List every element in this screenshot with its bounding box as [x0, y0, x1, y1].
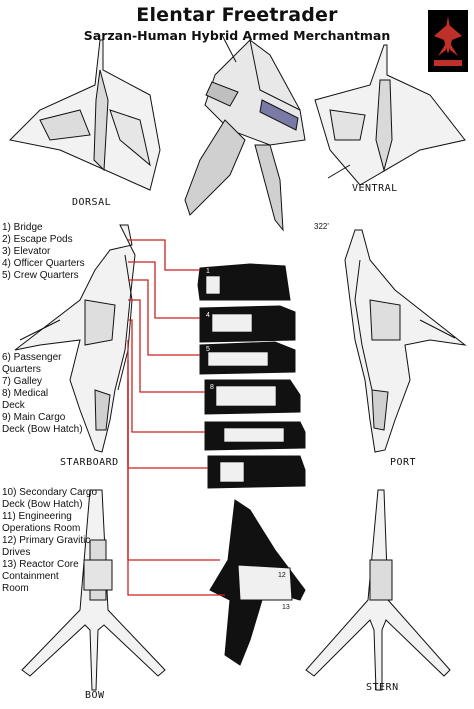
port-view-drawing: [344, 229, 467, 453]
winged-emblem-logo: [428, 10, 468, 72]
deck-number: 11: [214, 600, 222, 607]
page-title: Elentar Freetrader: [136, 4, 338, 26]
deck-number: 12: [278, 572, 286, 579]
legend-item: 13) Reactor Core Containment Room: [2, 559, 79, 594]
legend-item: 2) Escape Pods: [2, 234, 73, 245]
legend-item: 4) Officer Quarters: [2, 258, 85, 269]
deck-number: 13: [282, 604, 290, 611]
view-label-dorsal: DORSAL: [72, 197, 112, 208]
legend-item: 1) Bridge: [2, 222, 43, 233]
starboard-view-drawing: [14, 224, 136, 453]
legend-item: 10) Secondary Cargo Deck (Bow Hatch): [2, 487, 98, 510]
deck-number: 8: [210, 384, 214, 391]
legend-item: 7) Galley: [2, 376, 43, 387]
view-label-stern: STERN: [366, 682, 399, 693]
legend-item: 8) Medical Deck: [2, 388, 49, 411]
view-label-ventral: VENTRAL: [352, 183, 398, 194]
dorsal-view-drawing: [8, 39, 161, 191]
view-label-starboard: STARBOARD: [60, 457, 119, 468]
legend-item: 12) Primary Gravitic Drives: [2, 535, 91, 558]
deck-number: 4: [206, 312, 210, 319]
legend-item: 5) Crew Quarters: [2, 270, 79, 281]
legend-item: 9) Main Cargo Deck (Bow Hatch): [2, 412, 83, 435]
legend-group-c: 10) Secondary Cargo Deck (Bow Hatch) 11)…: [2, 487, 97, 595]
connector-lines: [127, 239, 225, 596]
legend-group-a: 1) Bridge 2) Escape Pods 3) Elevator 4) …: [2, 222, 85, 282]
legend-item: 6) Passenger Quarters: [2, 352, 62, 375]
page-subtitle: Sarzan-Human Hybrid Armed Merchantman: [83, 28, 391, 43]
deck-number: 5: [206, 346, 210, 353]
legend-group-b: 6) Passenger Quarters 7) Galley 8) Medic…: [2, 352, 83, 436]
view-label-port: PORT: [390, 457, 417, 468]
deck-number: 1: [206, 268, 210, 275]
perspective-view-drawing: [184, 34, 306, 232]
stern-view-drawing: [305, 489, 451, 691]
bow-view-drawing: [21, 489, 166, 691]
legend-item: 11) Engineering Operations Room: [2, 511, 81, 534]
legend-item: 3) Elevator: [2, 246, 51, 257]
ventral-view-drawing: [314, 44, 466, 186]
view-label-bow: BOW: [85, 690, 105, 701]
scale-label: 322': [314, 222, 329, 231]
